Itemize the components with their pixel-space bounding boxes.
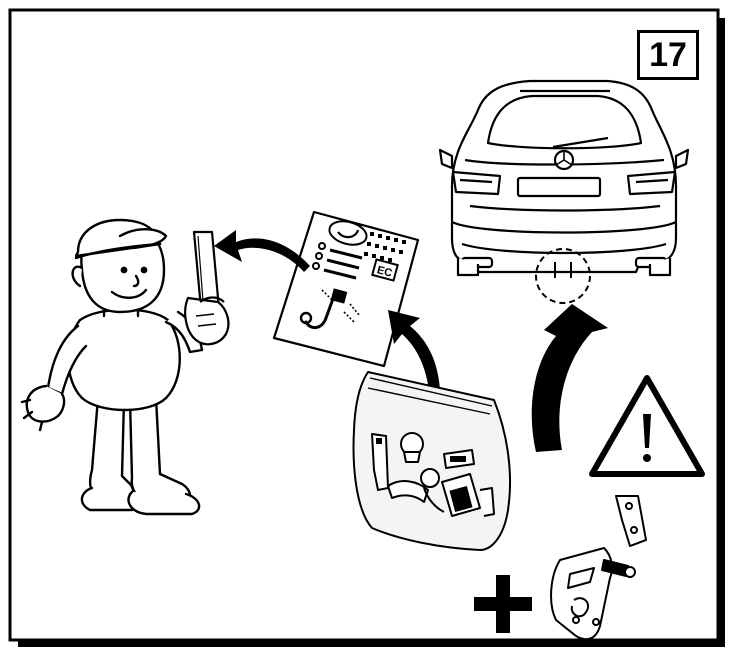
car-rear-view <box>440 81 688 275</box>
step-number-box: 17 <box>637 30 699 80</box>
step-number: 17 <box>649 38 687 72</box>
parts-bag <box>354 372 511 550</box>
